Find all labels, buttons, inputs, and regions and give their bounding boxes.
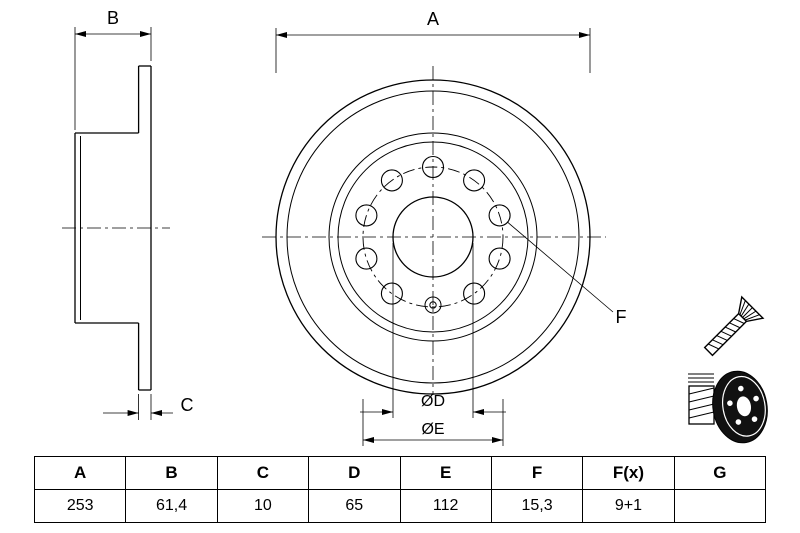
spec-header-d: D bbox=[308, 456, 401, 490]
dimension-c-arrow-left bbox=[127, 410, 139, 416]
disc-pictogram bbox=[712, 370, 768, 444]
dimension-d-arrow-left bbox=[382, 409, 393, 415]
dimension-f-leader bbox=[507, 221, 614, 313]
dimension-a-label: A bbox=[427, 9, 439, 29]
dimension-c bbox=[103, 394, 173, 420]
spec-value-f: 15,3 bbox=[490, 489, 584, 523]
spec-header-g: G bbox=[673, 456, 767, 490]
dimension-b-arrow-right bbox=[140, 31, 151, 37]
dimension-e-arrow-right bbox=[492, 437, 503, 443]
dimension-c-label: C bbox=[181, 395, 194, 415]
dimension-f-label: F bbox=[616, 307, 627, 327]
bolt-holes bbox=[355, 155, 511, 305]
dimension-d-arrow-right bbox=[473, 409, 484, 415]
dimension-d-label: ØD bbox=[421, 393, 445, 410]
spec-value-c: 10 bbox=[216, 489, 310, 523]
spec-header-b: B bbox=[125, 456, 218, 490]
spec-value-a: 253 bbox=[33, 489, 127, 523]
dimension-e-arrow-left bbox=[363, 437, 374, 443]
spec-header-f: F bbox=[490, 456, 584, 490]
dimension-a-arrow-left bbox=[276, 32, 287, 38]
dimension-b bbox=[74, 27, 152, 130]
spec-value-d: 65 bbox=[308, 489, 401, 523]
spec-header-row: A B C D E F F(x) G bbox=[33, 456, 767, 490]
brake-disc-icon bbox=[688, 370, 768, 444]
hub-sleeve bbox=[688, 373, 715, 425]
dimension-e bbox=[362, 399, 504, 446]
spec-value-row: 253 61,4 10 65 112 15,3 9+1 bbox=[33, 489, 767, 523]
dimension-e-label: ØE bbox=[421, 421, 444, 438]
spec-table: A B C D E F F(x) G 253 61,4 10 65 112 15… bbox=[33, 456, 767, 523]
dimension-b-arrow-left bbox=[75, 31, 86, 37]
technical-drawing: B C bbox=[62, 8, 768, 446]
spec-value-g bbox=[673, 489, 767, 523]
spec-value-b: 61,4 bbox=[125, 489, 218, 523]
spec-header-fx: F(x) bbox=[582, 456, 675, 490]
spec-value-e: 112 bbox=[399, 489, 492, 523]
dimension-c-arrow-right bbox=[151, 410, 162, 416]
dimension-a bbox=[275, 28, 591, 73]
screw-icon bbox=[703, 295, 765, 357]
spec-value-fx: 9+1 bbox=[582, 489, 675, 523]
dimension-a-arrow-right bbox=[579, 32, 590, 38]
dimension-b-label: B bbox=[107, 8, 119, 28]
spec-header-e: E bbox=[399, 456, 492, 490]
spec-header-a: A bbox=[33, 456, 127, 490]
spec-header-c: C bbox=[216, 456, 310, 490]
